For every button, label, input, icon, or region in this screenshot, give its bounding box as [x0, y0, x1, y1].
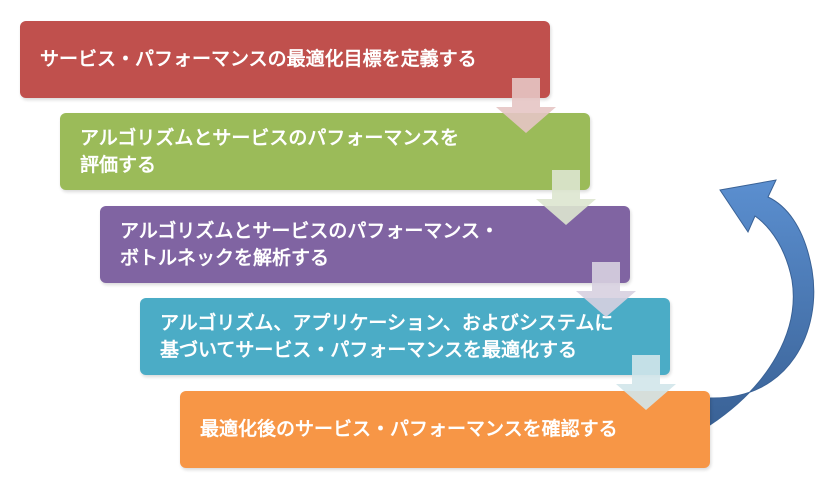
step-label: サービス・パフォーマンスの最適化目標を定義する: [40, 48, 477, 70]
step-label: アルゴリズムとサービスのパフォーマンス・ ボトルネックを解析する: [120, 219, 500, 269]
loop-back-arrow-icon: [709, 179, 815, 426]
step-label: 最適化後のサービス・パフォーマンスを確認する: [200, 418, 618, 440]
step-evaluate-performance: アルゴリズムとサービスのパフォーマンスを 評価する: [60, 113, 590, 190]
step-analyze-bottlenecks: アルゴリズムとサービスのパフォーマンス・ ボトルネックを解析する: [100, 206, 630, 283]
step-verify: 最適化後のサービス・パフォーマンスを確認する: [180, 391, 710, 468]
step-label: アルゴリズムとサービスのパフォーマンスを 評価する: [80, 126, 460, 176]
step-optimize: アルゴリズム、アプリケーション、およびシステムに 基づいてサービス・パフォーマン…: [140, 298, 670, 375]
step-label: アルゴリズム、アプリケーション、およびシステムに 基づいてサービス・パフォーマン…: [160, 311, 614, 361]
step-define-goals: サービス・パフォーマンスの最適化目標を定義する: [20, 21, 550, 98]
